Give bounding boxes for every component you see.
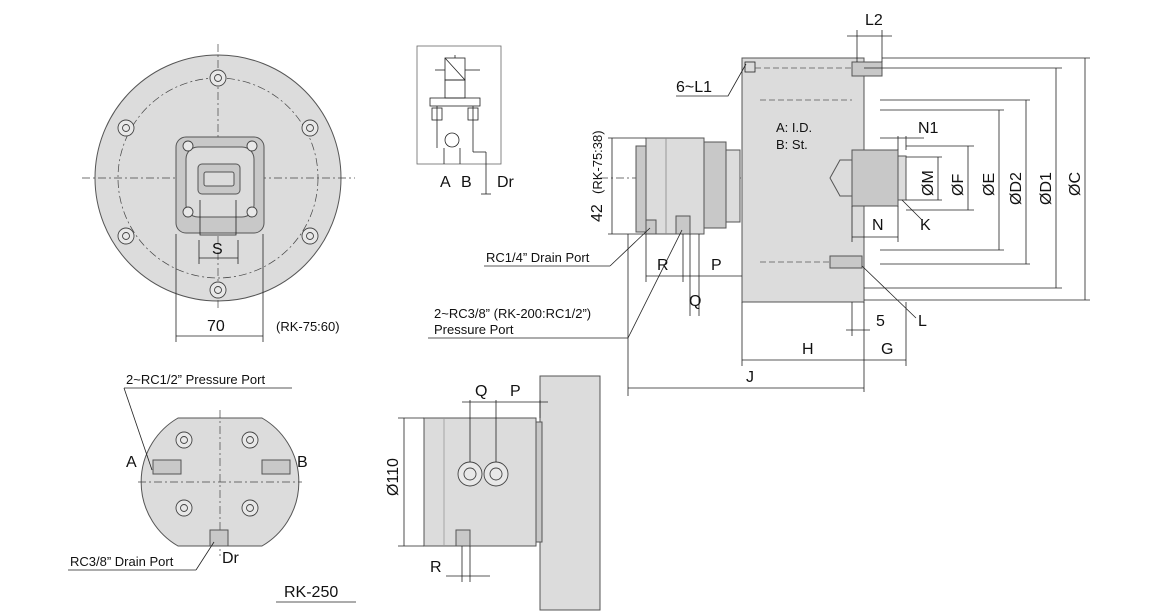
dim-s-label: S [212,241,223,258]
piston-nose [851,149,899,207]
dia-m-label: ØM [920,170,937,196]
dim-h-label: H [802,341,814,358]
model-label: RK-250 [284,584,338,601]
dim-k-label: K [920,217,931,234]
dia-d2-label: ØD2 [1008,172,1025,205]
hydraulic-circuit: A B Dr [416,45,515,195]
dia-e-label: ØE [981,173,998,196]
dim-q-label: Q [689,293,701,310]
dim-42-label: 42 [589,204,606,222]
legend-b: B: St. [776,137,808,152]
rk250-side-body [423,417,537,547]
side-view: A: I.D. B: St. 6~L1 L2 ØM ØF ØE ØD2 ØD [428,12,1090,396]
rk250-side-view: Q P Ø110 R [385,375,601,611]
dia-f-label: ØF [950,174,967,196]
dia-c-label: ØC [1067,172,1084,196]
dim-70-label: 70 [207,318,225,335]
dim-g-label: G [881,341,893,358]
six-l1-label: 6~L1 [676,79,712,96]
circuit-dr-label: Dr [497,174,515,191]
bottom-r-label: R [430,559,442,576]
dim-j-label: J [746,369,754,386]
dim-5-label: 5 [876,313,885,330]
legend-a: A: I.D. [776,120,812,135]
dim-n-label: N [872,217,884,234]
port-b-label: B [297,454,308,471]
dim-p-label: P [711,257,722,274]
port-dr-label: Dr [222,550,240,567]
pressure-port-side-label-2: Pressure Port [434,322,514,337]
drain-port-bottom-label: RC3/8” Drain Port [70,554,174,569]
dia-d1-label: ØD1 [1038,172,1055,205]
dim-n1-label: N1 [918,120,939,137]
rk250-end-view: A B 2~RC1/2” Pressure Port RC3/8” Drain … [68,372,356,603]
rk75-60-note: (RK-75:60) [276,319,340,334]
bottom-q-label: Q [475,383,487,400]
bottom-dia110-label: Ø110 [385,458,402,496]
drain-port-side-label: RC1/4” Drain Port [486,250,590,265]
dim-l2-label: L2 [865,12,883,29]
port-a-label: A [126,454,137,471]
dim-r-label: R [657,257,669,274]
pressure-port-top-label: 2~RC1/2” Pressure Port [126,372,265,387]
front-bolt-holes [117,69,319,299]
rk75-38-note: (RK-75:38) [590,130,605,194]
circuit-a-label: A [440,174,451,191]
dim-l-label: L [918,313,927,330]
pressure-port-side-label-1: 2~RC3/8” (RK-200:RC1/2”) [434,306,591,321]
rotary-joint-body [645,137,705,235]
circuit-b-label: B [461,174,472,191]
front-view: S 70 (RK-75:60) [82,44,355,342]
bottom-p-label: P [510,383,521,400]
mounting-plate [539,375,601,611]
